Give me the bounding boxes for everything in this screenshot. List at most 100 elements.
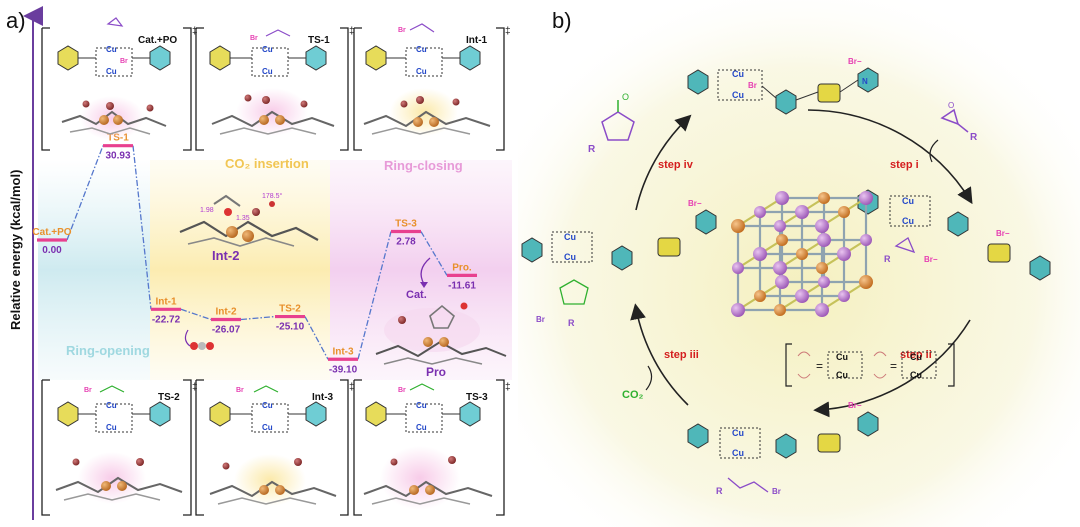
reaction-path (66, 145, 448, 360)
lattice-node (796, 248, 808, 260)
lattice-node (776, 234, 788, 246)
lattice-node (795, 289, 809, 303)
phase-label-ring-closing: Ring-closing (384, 158, 463, 173)
r-group-label: R (884, 254, 891, 264)
structure-box-int1: Int-1 ‡ Cu Cu Br (353, 23, 511, 151)
legend-cu-top: Cu (910, 352, 922, 362)
lattice-node (837, 247, 851, 261)
energy-levels: Cat.+PO0.00TS-130.93Int-1-22.72Int-2-26.… (32, 133, 477, 375)
svg-text:Cu: Cu (106, 45, 117, 54)
svg-text:1.35: 1.35 (236, 215, 250, 222)
cycle-arrow-step-iii (630, 303, 689, 406)
catalytic-cycle-diagram: step i step ii step iii step iv R O O R … (518, 0, 1080, 527)
svg-text:178.5°: 178.5° (262, 192, 283, 200)
cycle-arrow-step-i (807, 109, 973, 205)
intermediate-bottom: Cu Cu Br− R Br (687, 401, 879, 496)
step-label-iv: step iv (658, 159, 694, 171)
bromide-label: Br− (924, 255, 938, 264)
structure-box-label: Cat.+PO (138, 35, 177, 46)
lattice-node (859, 275, 873, 289)
structure-box-label: Int-1 (466, 35, 488, 46)
svg-text:Cu: Cu (262, 45, 273, 54)
legend-cu-top: Cu (836, 352, 848, 362)
carbonyl-oxygen-label: O (622, 92, 629, 102)
co2-molecule-icon (184, 329, 214, 350)
structure-box-cat-po: Cat.+PO ‡ Cu Cu Br (41, 17, 198, 151)
species-label: Int-1 (155, 296, 177, 307)
lattice-node (732, 262, 744, 274)
svg-text:Cu: Cu (262, 67, 273, 76)
dagger-symbol: ‡ (505, 382, 511, 393)
lattice-node (838, 290, 850, 302)
species-label: TS-3 (395, 219, 417, 230)
lattice-node (773, 261, 787, 275)
path-segment (357, 231, 392, 360)
lattice-node (775, 191, 789, 205)
paddlewheel-legend: = Cu Cu = Cu Cu (785, 343, 955, 387)
path-segment (66, 145, 104, 241)
svg-text:Br: Br (236, 387, 244, 394)
bromide-label: Br− (848, 401, 862, 410)
svg-text:Br: Br (398, 27, 406, 34)
lattice-node (816, 262, 828, 274)
structure-box-label: TS-3 (466, 392, 488, 403)
svg-text:Cu: Cu (416, 67, 427, 76)
path-segment (420, 231, 448, 276)
dagger-symbol: ‡ (505, 26, 511, 37)
svg-text:Cu: Cu (262, 401, 273, 410)
phase-co2-insertion-bg (150, 160, 330, 380)
cat-release-label: Cat. (406, 289, 427, 301)
co2-arrow (645, 365, 653, 391)
structure-box-label: Int-3 (312, 392, 334, 403)
pro-structure: Pro Cat. (375, 257, 507, 379)
cycle-arrow-step-ii (813, 319, 971, 418)
energy-value-label: -26.07 (212, 325, 241, 336)
species-label: Int-3 (332, 346, 354, 357)
structure-box-label: TS-2 (158, 392, 180, 403)
epoxide-reactant: R O (929, 101, 978, 163)
svg-text:Br: Br (398, 387, 406, 394)
intermediate-left: Cu Cu Br− Br R (521, 199, 717, 328)
r-group-label: R (716, 486, 723, 496)
mof-lattice-icon (731, 191, 873, 317)
structure-box-int3: Int-3 ‡ Cu Cu Br (195, 379, 355, 516)
co2-label: CO₂ (622, 389, 644, 401)
svg-text:Cu: Cu (262, 423, 273, 432)
lattice-node (731, 219, 745, 233)
panel-label-a: a) (6, 8, 26, 33)
lattice-node (754, 290, 766, 302)
legend-cu-bottom: Cu (836, 370, 848, 380)
energy-value-label: -25.10 (276, 322, 305, 333)
species-label: Pro. (452, 262, 472, 273)
dagger-symbol: ‡ (349, 26, 355, 37)
svg-text:Br: Br (250, 35, 258, 42)
step-label-i: step i (890, 159, 919, 171)
pro-label: Pro (426, 365, 446, 379)
cyclic-carbonate-product: O R (588, 92, 635, 155)
svg-text:Br: Br (84, 387, 92, 394)
legend-cu-bottom: Cu (910, 370, 922, 380)
bromide-label: Br− (688, 199, 702, 208)
svg-text:Br: Br (120, 58, 128, 65)
dagger-symbol: ‡ (192, 382, 198, 393)
energy-value-label: -22.72 (152, 314, 181, 325)
energy-value-label: 30.93 (105, 151, 130, 162)
int2-structure: 1.98 1.35 178.5° Int-2 (179, 192, 319, 263)
lattice-node (731, 303, 745, 317)
structure-box-label: TS-1 (308, 35, 330, 46)
energy-profile-diagram: Relative energy (kcal/mol) Ring-opening … (8, 6, 512, 520)
y-axis-label: Relative energy (kcal/mol) (8, 170, 23, 330)
structure-box-ts3: TS-3 ‡ Cu Cu Br (353, 379, 511, 516)
lattice-node (818, 192, 830, 204)
lattice-node (775, 275, 789, 289)
r-group-label: R (970, 132, 978, 143)
lattice-node (815, 303, 829, 317)
cu-label: Cu (564, 252, 576, 262)
catalyst-top: Cu Cu Br Br− N (687, 57, 879, 115)
lattice-node (815, 219, 829, 233)
br-label: Br (536, 315, 545, 324)
path-segment (304, 316, 329, 360)
svg-text:1.98: 1.98 (200, 207, 214, 214)
structure-box-ts1: TS-1 ‡ Cu Cu Br (195, 26, 355, 151)
